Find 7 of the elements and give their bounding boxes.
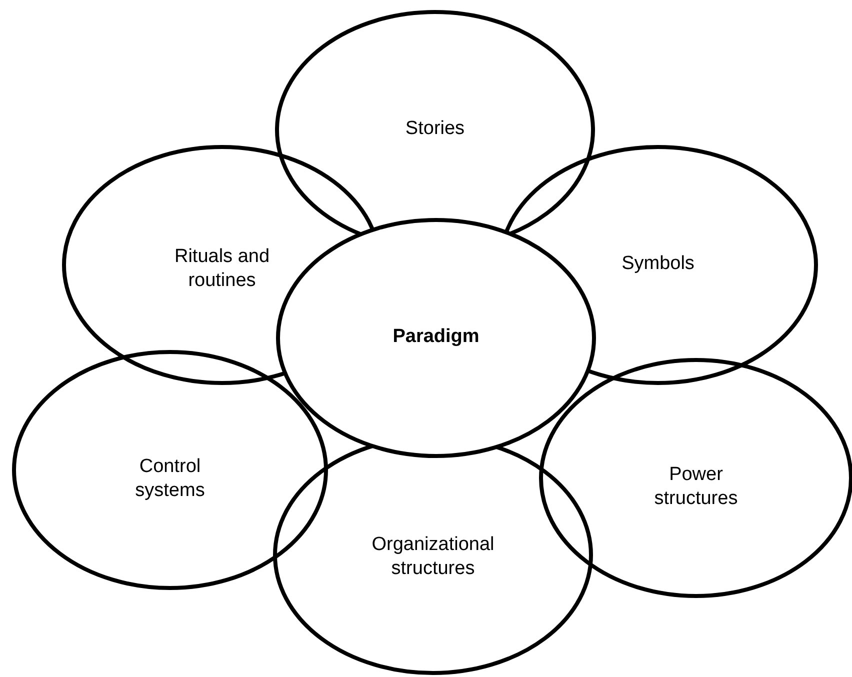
category-label: Stories [404,117,466,141]
category-label: Organizational structures [370,533,496,581]
category-label: Rituals and routines [173,245,271,293]
category-label: Power structures [653,463,739,511]
category-label: Paradigm [392,325,480,349]
category-label: Control systems [134,455,206,503]
category-label: Symbols [620,252,696,276]
